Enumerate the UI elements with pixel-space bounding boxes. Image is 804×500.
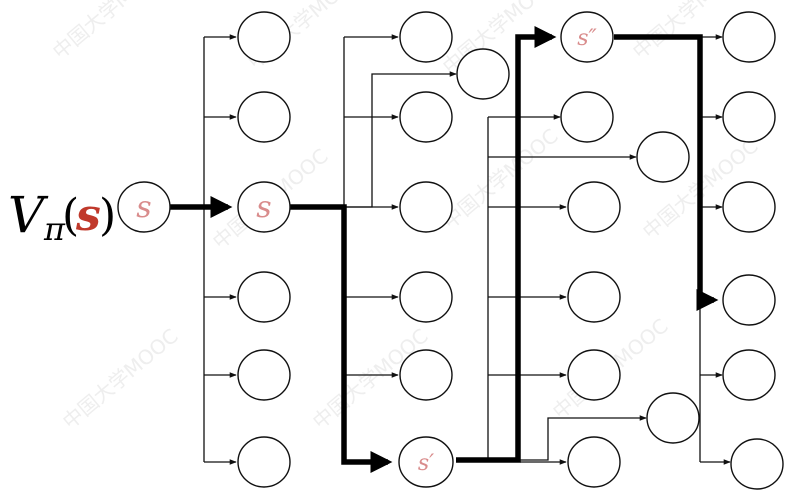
node-l4-4 <box>722 349 776 401</box>
root-state-node <box>117 181 171 233</box>
node-s-prime-label: s′ <box>418 451 434 476</box>
node-l2-2 <box>399 91 453 143</box>
node-l4-3 <box>722 274 776 326</box>
nodes: s s s′ s″ <box>117 11 784 490</box>
node-l3-5 <box>567 349 621 401</box>
node-l1-3 <box>237 271 291 323</box>
node-l2-5 <box>399 349 453 401</box>
node-l1-0 <box>237 11 291 63</box>
node-l3-4 <box>567 271 621 323</box>
formula-s: s <box>75 190 101 241</box>
node-l3-6 <box>567 436 621 488</box>
root-state-label: s <box>136 190 151 225</box>
watermark-text: 中国大学MOOC <box>438 124 563 234</box>
node-l4-1 <box>722 91 776 143</box>
thin-connectors <box>203 34 731 465</box>
value-function-formula: V π ( s ) <box>8 186 116 248</box>
node-l3-7 <box>646 392 700 444</box>
edge-to-node-l3-7 <box>520 415 647 461</box>
node-l2-3 <box>399 181 453 233</box>
node-l2-0 <box>399 11 453 63</box>
node-l3-1 <box>560 91 614 143</box>
node-l2-4 <box>399 271 453 323</box>
node-l4-0 <box>722 11 776 63</box>
highlighted-trajectory <box>170 26 719 473</box>
node-l3-3 <box>567 181 621 233</box>
node-l1-4 <box>237 349 291 401</box>
node-l4-2 <box>722 181 776 233</box>
formula-pi: π <box>43 210 66 248</box>
watermark-text: 中国大学MOOC <box>58 324 183 434</box>
formula-open-paren: ( <box>62 190 79 241</box>
thick-edge-s-double-prime-to-next <box>614 34 719 311</box>
node-l3-2 <box>636 131 690 183</box>
node-l4-5 <box>730 438 784 490</box>
formula-v: V <box>8 186 49 244</box>
node-l1-1 <box>237 91 291 143</box>
thick-edge-s-prime-to-s-double-prime <box>456 26 557 463</box>
thick-edge-s-to-s-prime <box>290 204 393 473</box>
node-l1-5 <box>237 436 291 488</box>
node-s-double-prime <box>560 11 614 63</box>
node-l1-s-label: s <box>256 190 271 225</box>
watermark-text: 中国大学MOOC <box>48 0 173 64</box>
node-l2-1 <box>456 48 510 100</box>
node-s-double-prime-label: s″ <box>577 26 597 51</box>
edge-to-node-l2-1 <box>344 71 457 208</box>
node-s-prime <box>398 436 454 488</box>
node-l1-s <box>237 181 291 233</box>
formula-close-paren: ) <box>99 190 116 241</box>
